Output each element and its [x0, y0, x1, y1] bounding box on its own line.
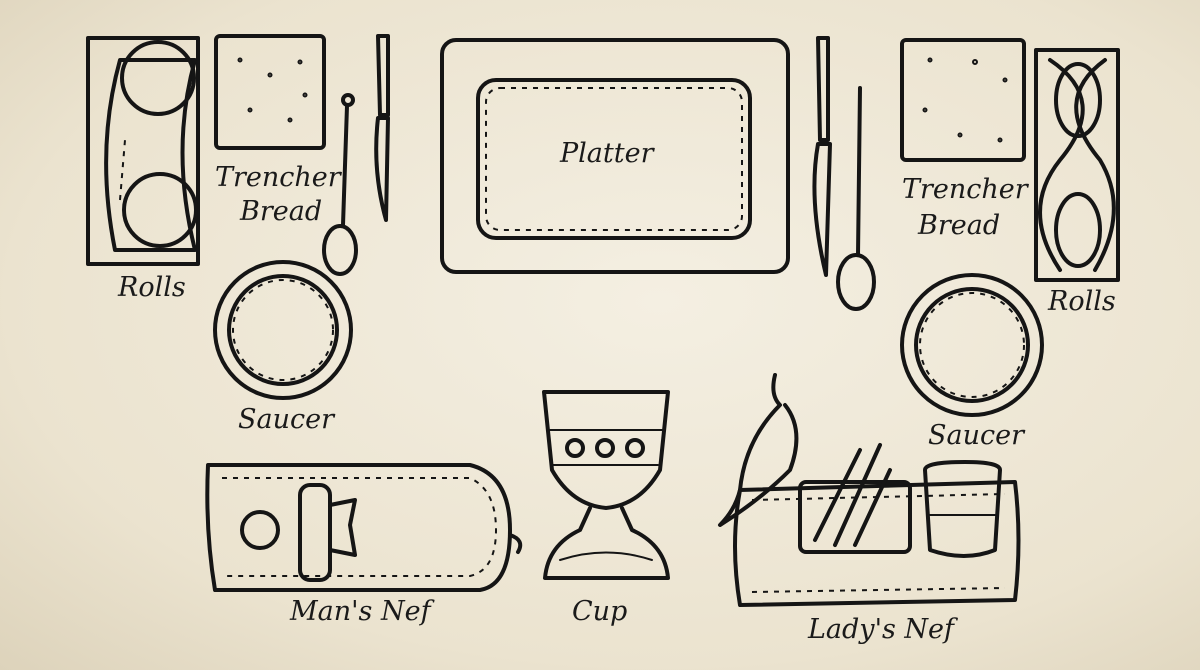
label-platter: Platter	[559, 138, 656, 169]
label-cup: Cup	[572, 596, 627, 627]
label-trencher-left-line1: Trencher	[215, 162, 343, 193]
ladys-nef-drawing	[718, 373, 1021, 607]
label-saucer-right: Saucer	[928, 420, 1026, 451]
trencher-bread-left-drawing	[214, 34, 326, 150]
trencher-bread-right-drawing	[900, 38, 1026, 162]
saucer-right-drawing	[900, 273, 1044, 417]
label-rolls-left: Rolls	[117, 272, 186, 303]
label-trencher-left-line2: Bread	[239, 196, 322, 227]
rolls-left-drawing	[86, 36, 200, 266]
label-rolls-right: Rolls	[1047, 286, 1116, 317]
knife-left-drawing	[374, 34, 390, 222]
mans-nef-drawing	[205, 463, 523, 592]
label-saucer-left: Saucer	[238, 404, 336, 435]
rolls-right-drawing	[1034, 48, 1120, 282]
spoon-right-drawing	[836, 86, 876, 311]
label-ladys-nef: Lady's Nef	[807, 614, 958, 645]
label-mans-nef: Man's Nef	[289, 596, 435, 627]
platter-drawing	[440, 38, 790, 274]
spoon-left-drawing	[322, 93, 358, 276]
cup-drawing	[542, 390, 670, 580]
label-trencher-right-line2: Bread	[917, 210, 1000, 241]
label-trencher-right-line1: Trencher	[902, 174, 1030, 205]
saucer-left-drawing	[213, 260, 353, 400]
knife-right-drawing	[812, 36, 832, 277]
